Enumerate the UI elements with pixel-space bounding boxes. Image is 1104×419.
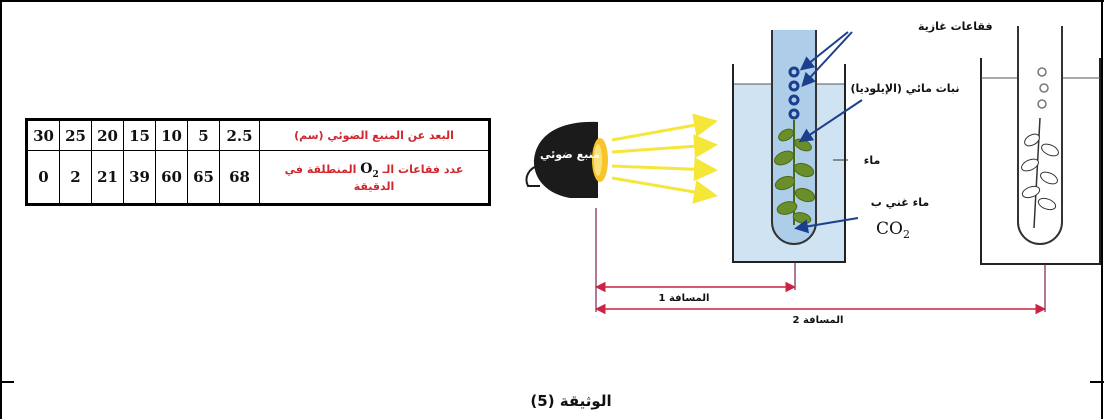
bubbles-cell: 65: [187, 150, 220, 204]
beaker-2-outline: [980, 58, 1101, 265]
bubbles-header-suffix: المنطلقة في الدقيقة: [284, 163, 395, 194]
gas-bubble-icon: [788, 66, 800, 120]
frame-top-line: [0, 0, 1104, 2]
document-caption: الوثيقة (5): [530, 392, 612, 410]
light-ray-icon: [611, 113, 718, 204]
distance-1-label: المسافة 1: [659, 293, 710, 304]
water-label: ماء: [864, 154, 881, 167]
beaker-1-outline: [732, 64, 846, 263]
pointer-arrows: [794, 31, 863, 234]
data-table: 30 25 20 15 10 5 2.5 البعد عن المنبع الض…: [25, 118, 491, 206]
distance-cell: 30: [27, 119, 60, 152]
bubbles-header-prefix: عدد فقاعات الـ: [382, 163, 464, 177]
plant-icon: [1021, 117, 1059, 229]
distance-row: 30 25 20 15 10 5 2.5 البعد عن المنبع الض…: [27, 119, 489, 152]
bubbles-cell: 0: [27, 150, 60, 204]
gas-bubble-icon: [1037, 67, 1049, 109]
distance-cell: 25: [59, 119, 92, 152]
light-source-label: منبع ضوئي: [540, 148, 600, 161]
frame-tick-right: [1090, 381, 1104, 383]
distance-2-label: المسافة 2: [793, 315, 844, 326]
lamp-icon: [525, 121, 608, 198]
frame-tick-left: [0, 381, 14, 383]
distance-cell: 2.5: [219, 119, 260, 152]
distance-header: البعد عن المنبع الضوئي (سم): [259, 119, 489, 152]
bubbles-cell: 2: [59, 150, 92, 204]
bubbles-cell: 60: [155, 150, 188, 204]
plant-icon: [774, 120, 816, 225]
aquatic-plant-label: نبات مائي (الإيلوديا): [850, 82, 959, 95]
test-tube-2: [1017, 26, 1063, 245]
o2-symbol: O2: [360, 161, 379, 181]
distance-cell: 15: [123, 119, 156, 152]
gas-bubbles-label: فقاعات غازية: [918, 20, 993, 33]
frame-left-line: [0, 0, 2, 419]
distance-cell: 10: [155, 119, 188, 152]
frame-right-line: [1101, 0, 1103, 419]
bubbles-row: 0 2 21 39 60 65 68 عدد فقاعات الـ O2 الم…: [27, 150, 489, 204]
co2-symbol: CO2: [876, 219, 910, 241]
distance-cell: 20: [91, 119, 124, 152]
co2-water-label: ماء غني ب: [871, 196, 929, 209]
bubbles-header: عدد فقاعات الـ O2 المنطلقة في الدقيقة: [259, 150, 489, 204]
